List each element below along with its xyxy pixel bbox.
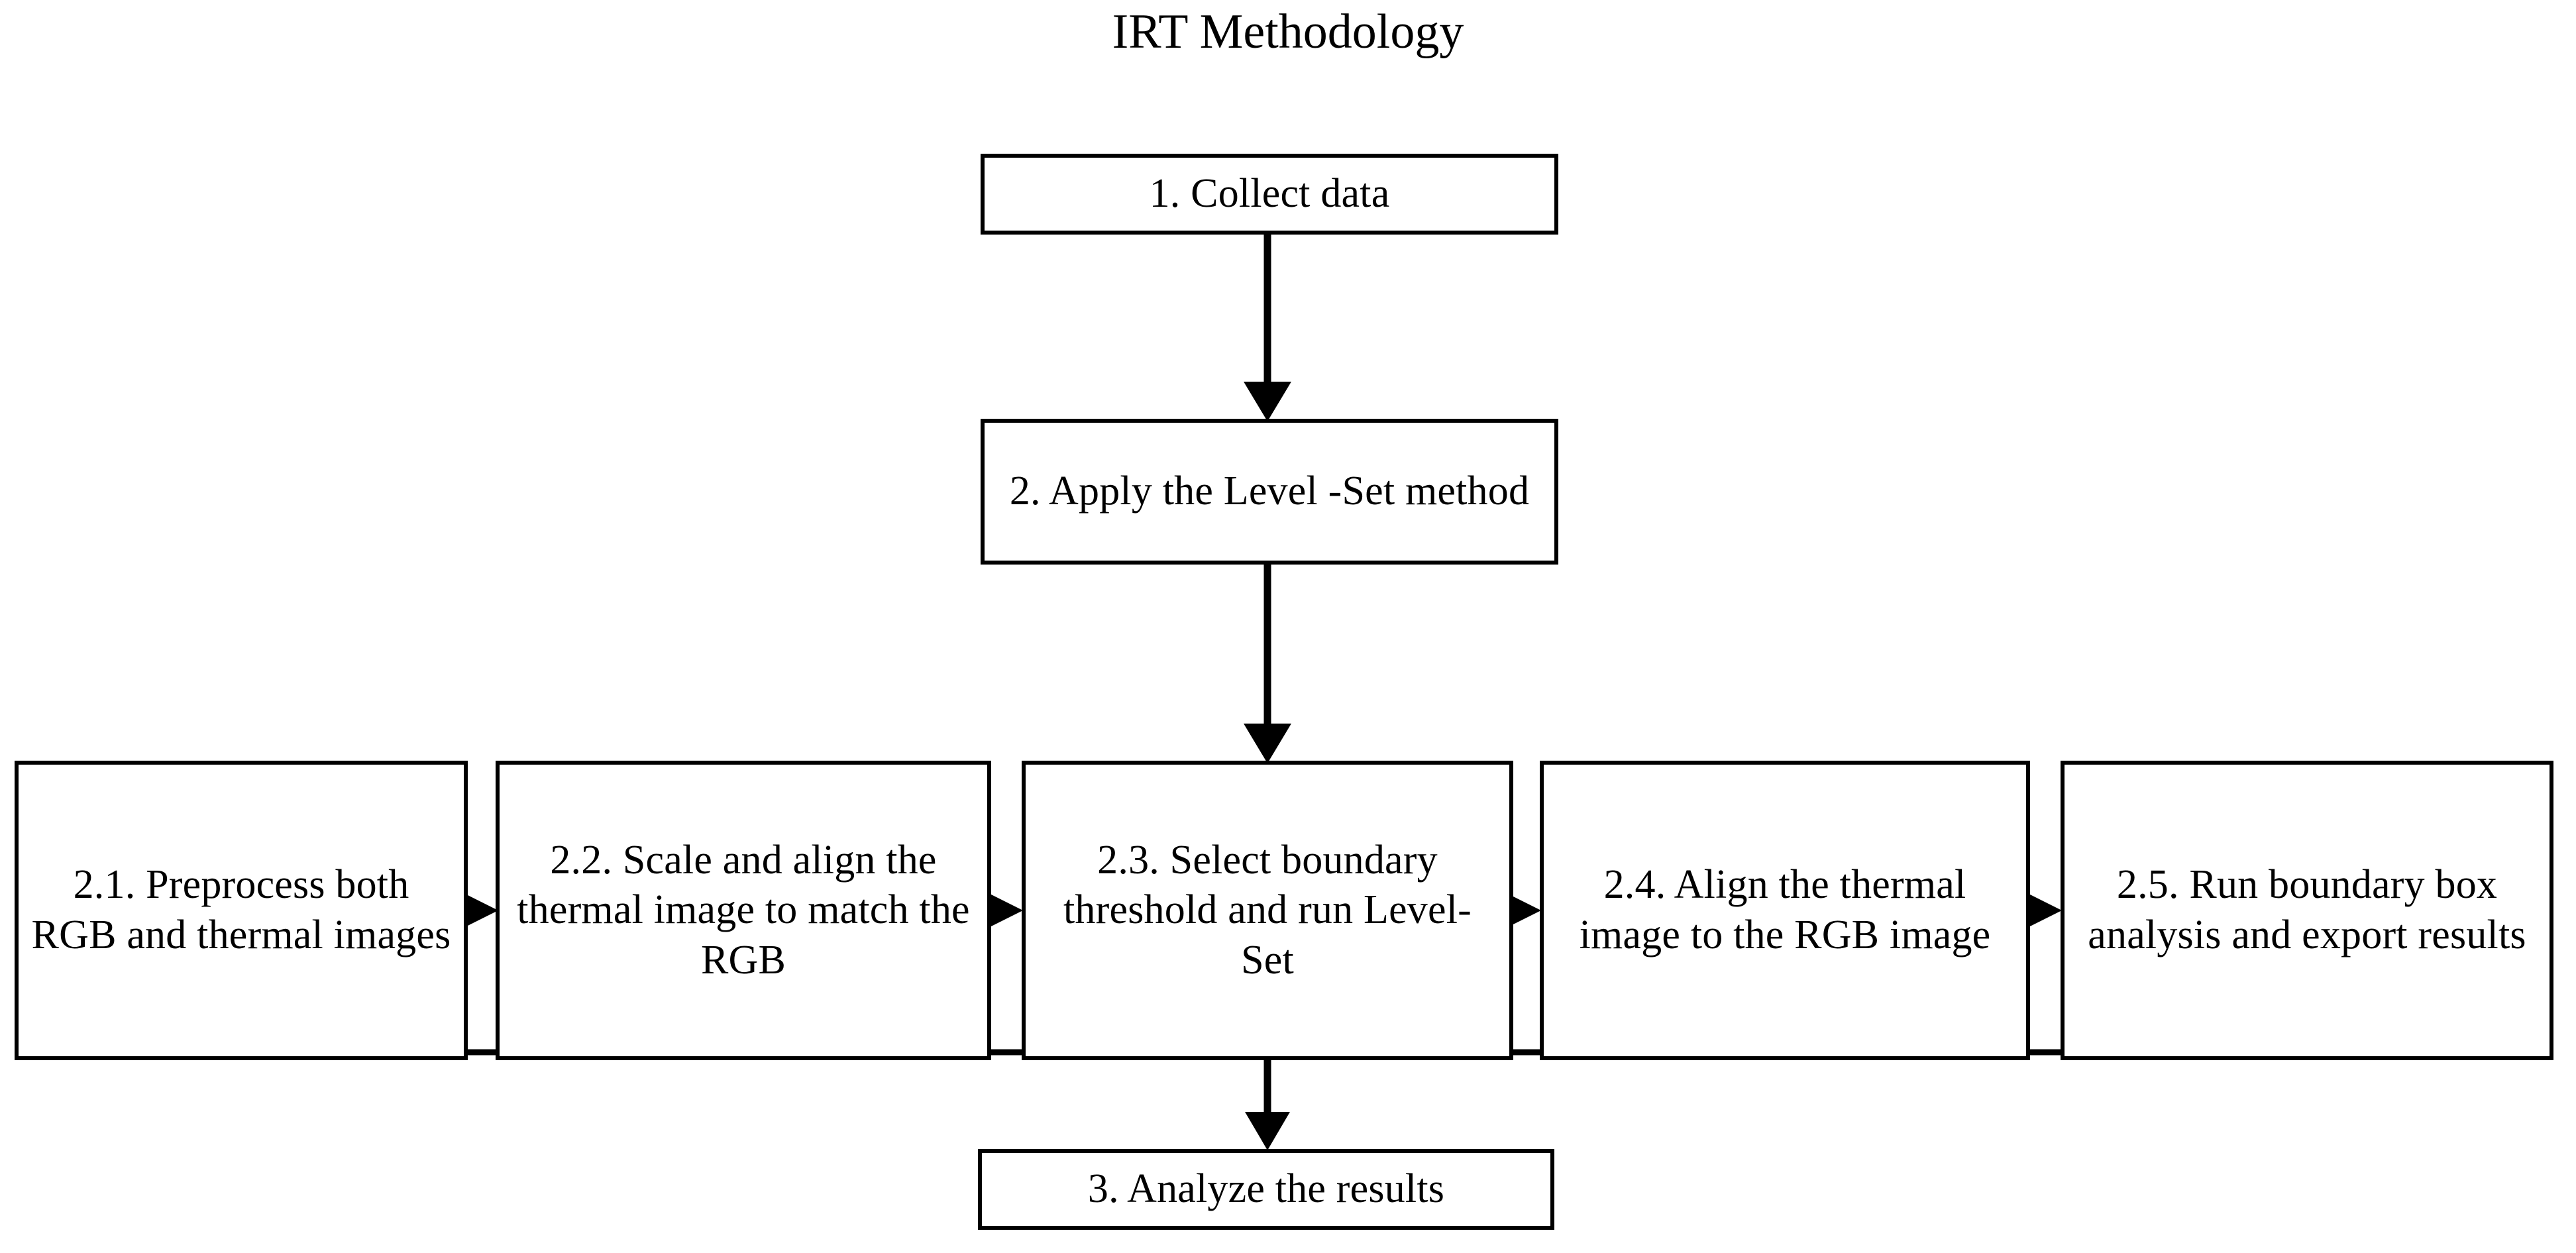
node-preprocess-images-label: 2.1. Preprocess both RGB and thermal ima… (31, 862, 451, 957)
page-title: IRT Methodology (1112, 5, 1464, 59)
node-select-boundary-threshold-label: 2.3. Select boundary threshold and run L… (1063, 837, 1472, 983)
node-align-thermal-to-rgb-label: 2.4. Align the thermal image to the RGB … (1579, 862, 1991, 957)
edge-bus-to-analyze (1245, 1052, 1290, 1150)
edge-collect-to-levelset (1244, 235, 1291, 421)
node-analyze-results-label: 3. Analyze the results (1087, 1166, 1445, 1212)
edge-scale-align-to-threshold (989, 893, 1023, 928)
node-apply-level-set-label: 2. Apply the Level -Set method (1009, 468, 1530, 514)
node-preprocess-images[interactable]: 2.1. Preprocess both RGB and thermal ima… (15, 761, 468, 1060)
node-scale-and-align[interactable]: 2.2. Scale and align the thermal image t… (496, 761, 991, 1060)
node-scale-and-align-label: 2.2. Scale and align the thermal image t… (517, 837, 970, 983)
node-align-thermal-to-rgb[interactable]: 2.4. Align the thermal image to the RGB … (1540, 761, 2030, 1060)
node-apply-level-set[interactable]: 2. Apply the Level -Set method (981, 419, 1558, 565)
edge-preprocess-to-scale-align (464, 893, 498, 928)
node-collect-data-label: 1. Collect data (1149, 171, 1390, 217)
edge-levelset-to-threshold (1244, 565, 1291, 763)
edge-align-rgb-to-boundary-box (2027, 893, 2062, 928)
node-analyze-results[interactable]: 3. Analyze the results (978, 1149, 1554, 1230)
node-run-boundary-box-analysis[interactable]: 2.5. Run boundary box analysis and expor… (2061, 761, 2553, 1060)
node-collect-data[interactable]: 1. Collect data (981, 154, 1558, 235)
node-select-boundary-threshold[interactable]: 2.3. Select boundary threshold and run L… (1022, 761, 1513, 1060)
node-run-boundary-box-analysis-label: 2.5. Run boundary box analysis and expor… (2088, 862, 2526, 957)
